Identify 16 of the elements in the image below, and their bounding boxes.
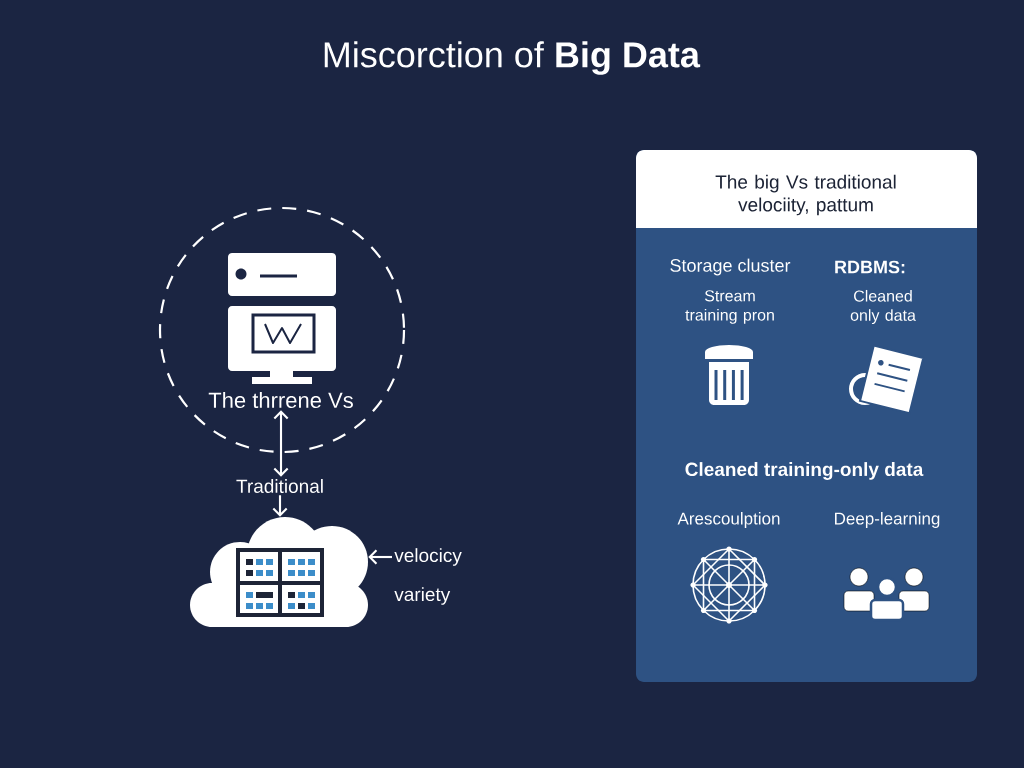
text-label: velocicy bbox=[394, 548, 462, 566]
description-text: Cleaned only data bbox=[850, 289, 916, 325]
column-heading: Storage cluster bbox=[670, 258, 791, 276]
item-label: Arescoulption bbox=[677, 512, 780, 528]
arrow bbox=[273, 410, 289, 477]
text-label: Traditional bbox=[236, 479, 323, 493]
arrow bbox=[368, 549, 392, 565]
description-text: Stream training pron bbox=[685, 290, 774, 324]
section-heading: Cleaned training-only data bbox=[685, 462, 924, 480]
column-heading: RDBMS: bbox=[835, 260, 905, 274]
header-band: The big Vs traditional velociity, pattum bbox=[636, 150, 977, 228]
arrow bbox=[272, 495, 288, 517]
item-label: Deep-learning bbox=[835, 512, 940, 528]
circle-label: The thrrene Vs bbox=[208, 391, 353, 409]
title: Miscorction of Big Data bbox=[324, 41, 701, 75]
side-label: variety bbox=[394, 587, 451, 605]
